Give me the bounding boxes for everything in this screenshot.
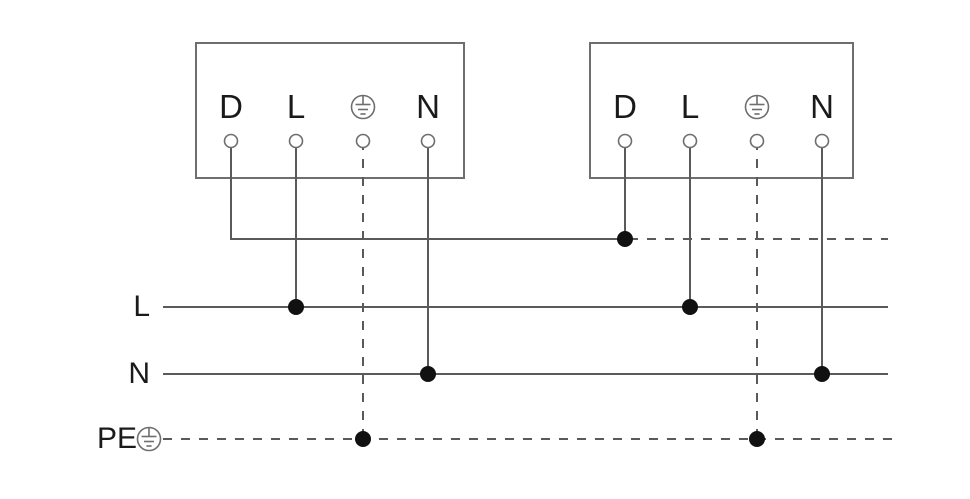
terminal-ring-left-l[interactable] [288, 133, 304, 149]
terminal-label-left-d: D [219, 88, 243, 125]
earth-icon-right-terminal [744, 94, 770, 120]
bus-label-l: L [133, 290, 150, 323]
terminal-ring-right-d[interactable] [617, 133, 633, 149]
bus-label-pe: PE [97, 422, 137, 455]
junction-dot-right-l [682, 299, 698, 315]
terminal-ring-left-n[interactable] [420, 133, 436, 149]
junction-dot-left-n [420, 366, 436, 382]
device-box-right [589, 42, 854, 179]
earth-icon-pe-bus [136, 426, 162, 452]
terminal-ring-right-l[interactable] [682, 133, 698, 149]
device-box-left [195, 42, 465, 179]
junction-dot-right-d [617, 231, 633, 247]
terminal-ring-left-pe[interactable] [355, 133, 371, 149]
junction-dot-right-n [814, 366, 830, 382]
junction-dot-left-pe [355, 431, 371, 447]
junction-dot-right-pe [749, 431, 765, 447]
terminal-label-right-n: N [810, 88, 834, 125]
bus-label-n: N [128, 357, 150, 390]
junction-dot-left-l [288, 299, 304, 315]
terminal-ring-left-d[interactable] [223, 133, 239, 149]
earth-icon-left-terminal [350, 94, 376, 120]
terminal-label-left-n: N [416, 88, 440, 125]
terminal-label-right-l: L [681, 88, 699, 125]
terminal-ring-right-n[interactable] [814, 133, 830, 149]
terminal-ring-right-pe[interactable] [749, 133, 765, 149]
terminal-label-right-d: D [613, 88, 637, 125]
terminal-label-left-l: L [287, 88, 305, 125]
